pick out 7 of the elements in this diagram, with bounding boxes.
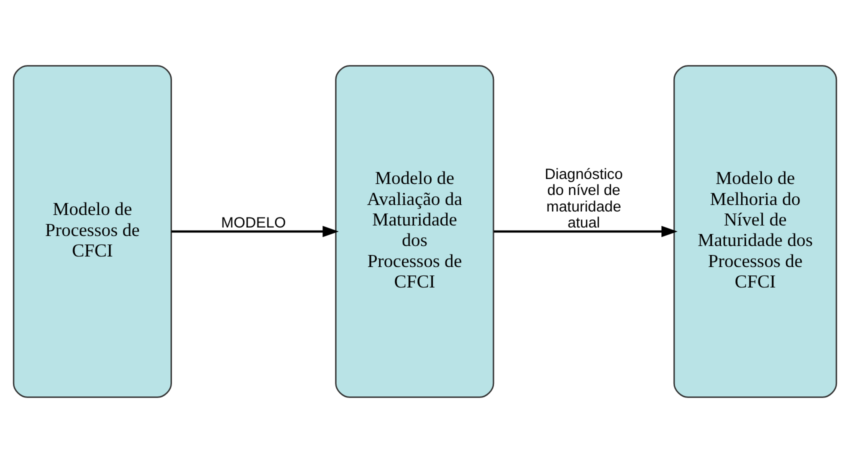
arrow [170,226,338,238]
edge-label: Diagnóstico do nível de maturidade atual [544,166,622,232]
node-box: Modelo de Melhoria do Nível de Maturidade dos Processos de CFCI [672,65,837,398]
arrow [493,226,678,238]
edge-label: MODELO [220,214,286,232]
node-box: Modelo de Avaliação da Maturidade dos Processos de CFCI [334,65,494,398]
node-box: Modelo de Processos de CFCI [12,65,172,398]
